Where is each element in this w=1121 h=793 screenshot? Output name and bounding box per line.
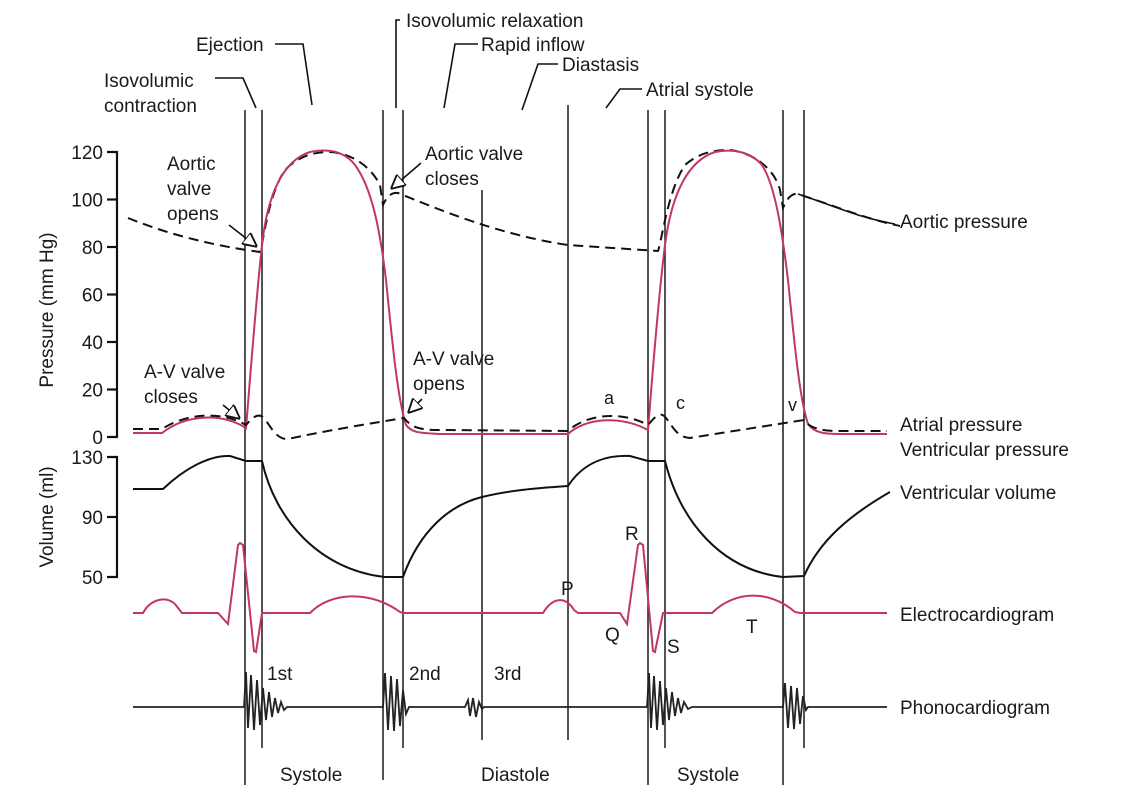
label-isovolumic-contraction-1: Isovolumic bbox=[104, 71, 194, 92]
pressure-tick-100: 100 bbox=[71, 191, 103, 212]
heart-sound-1st: 1st bbox=[267, 664, 293, 685]
period-labels: Systole Diastole Systole bbox=[280, 765, 739, 786]
wave-labels: a c v P Q R S T 1st 2nd 3rd bbox=[267, 388, 797, 685]
pressure-tick-0: 0 bbox=[92, 428, 103, 449]
pressure-tick-20: 20 bbox=[82, 381, 103, 402]
label-atrial-systole: Atrial systole bbox=[646, 80, 754, 101]
ecg-trace bbox=[133, 541, 887, 654]
ecg-wave-p: P bbox=[561, 579, 574, 600]
label-isovolumic-relaxation: Isovolumic relaxation bbox=[406, 11, 583, 32]
heart-sound-3rd: 3rd bbox=[494, 664, 521, 685]
ecg-wave-t: T bbox=[746, 617, 758, 638]
label-electrocardiogram: Electrocardiogram bbox=[900, 605, 1054, 626]
atrial-wave-a: a bbox=[604, 388, 615, 408]
label-diastasis: Diastasis bbox=[562, 55, 639, 76]
top-phase-labels: Isovolumic contraction Ejection Isovolum… bbox=[104, 11, 754, 117]
av-valve-closes-line1: A-V valve bbox=[144, 362, 225, 383]
phase-divider-lines bbox=[244, 105, 805, 785]
pressure-tick-80: 80 bbox=[82, 238, 103, 259]
label-aortic-pressure: Aortic pressure bbox=[900, 212, 1028, 233]
aortic-valve-opens-line3: opens bbox=[167, 204, 219, 225]
atrial-wave-c: c bbox=[676, 393, 685, 413]
av-valve-opens-line2: opens bbox=[413, 374, 465, 395]
label-rapid-inflow: Rapid inflow bbox=[481, 35, 585, 56]
ecg-wave-s: S bbox=[667, 637, 680, 658]
label-isovolumic-contraction-2: contraction bbox=[104, 96, 197, 117]
heart-sound-2nd: 2nd bbox=[409, 664, 441, 685]
arrow-icon bbox=[409, 399, 422, 412]
aortic-valve-closes-line1: Aortic valve bbox=[425, 144, 523, 165]
arrow-icon bbox=[222, 405, 239, 418]
atrial-pressure-trace bbox=[133, 413, 887, 440]
label-ventricular-volume: Ventricular volume bbox=[900, 483, 1056, 504]
label-systole-1: Systole bbox=[280, 765, 342, 786]
label-ejection: Ejection bbox=[196, 35, 264, 56]
aortic-valve-opens-line2: valve bbox=[167, 179, 211, 200]
arrow-icon bbox=[228, 224, 256, 246]
pressure-axis: 120 100 80 60 40 20 0 Pressure (mm Hg) bbox=[37, 143, 119, 449]
volume-axis: 130 90 50 Volume (ml) bbox=[37, 448, 119, 589]
pressure-tick-40: 40 bbox=[82, 333, 103, 354]
label-phonocardiogram: Phonocardiogram bbox=[900, 698, 1050, 719]
pressure-axis-title: Pressure (mm Hg) bbox=[37, 232, 58, 387]
volume-tick-50: 50 bbox=[82, 568, 103, 589]
trace-labels: Aortic pressure Atrial pressure Ventricu… bbox=[797, 193, 1069, 719]
label-diastole: Diastole bbox=[481, 765, 550, 786]
volume-tick-130: 130 bbox=[71, 448, 103, 469]
pressure-tick-120: 120 bbox=[71, 143, 103, 164]
ventricular-volume-trace bbox=[133, 454, 891, 579]
label-systole-2: Systole bbox=[677, 765, 739, 786]
label-atrial-pressure: Atrial pressure bbox=[900, 415, 1023, 436]
aortic-valve-opens-line1: Aortic bbox=[167, 154, 216, 175]
volume-tick-90: 90 bbox=[82, 508, 103, 529]
aortic-valve-closes-line2: closes bbox=[425, 169, 479, 190]
av-valve-closes-line2: closes bbox=[144, 387, 198, 408]
ecg-wave-q: Q bbox=[605, 625, 620, 646]
arrow-icon bbox=[392, 162, 422, 188]
pressure-tick-60: 60 bbox=[82, 286, 103, 307]
label-ventricular-pressure: Ventricular pressure bbox=[900, 440, 1069, 461]
volume-axis-title: Volume (ml) bbox=[37, 466, 58, 567]
ecg-wave-r: R bbox=[625, 524, 639, 545]
valve-annotations: Aortic valve opens Aortic valve closes A… bbox=[144, 144, 523, 418]
phonocardiogram-trace bbox=[133, 671, 887, 732]
av-valve-opens-line1: A-V valve bbox=[413, 349, 494, 370]
atrial-wave-v: v bbox=[788, 395, 797, 415]
ventricular-pressure-trace bbox=[133, 149, 887, 435]
